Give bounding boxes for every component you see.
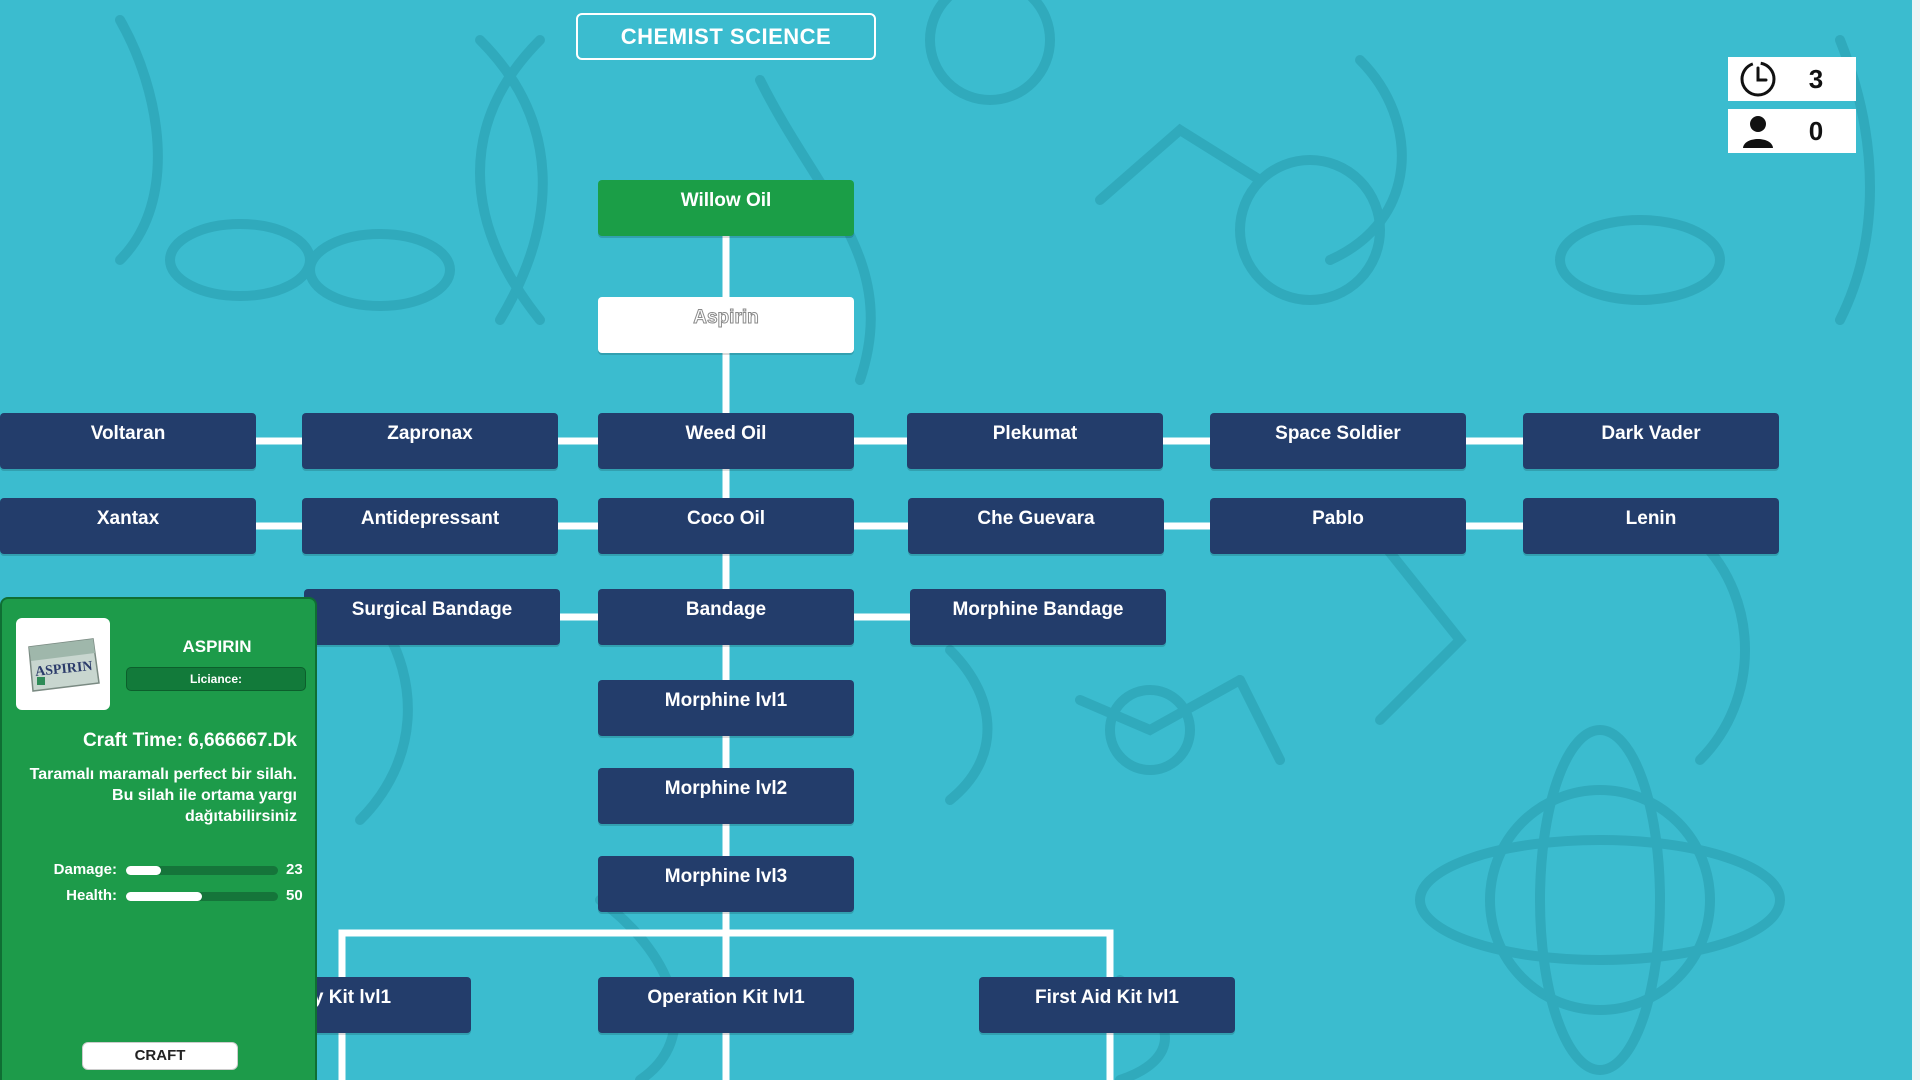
page-title: Chemist Science [576, 13, 876, 60]
licence-badge: Liciance: [126, 667, 306, 691]
node-surgical-bandage[interactable]: Surgical Bandage [304, 589, 560, 645]
health-bar [126, 892, 278, 901]
craft-time: Craft Time: 6,666667.Dk [82, 730, 297, 751]
health-stat: Health: 50 [2, 886, 319, 906]
node-space-soldier[interactable]: Space Soldier [1210, 413, 1466, 469]
health-value: 50 [286, 887, 303, 904]
node-morphine-bandage[interactable]: Morphine Bandage [910, 589, 1166, 645]
damage-label: Damage: [53, 861, 117, 878]
item-name: ASPIRIN [182, 637, 252, 656]
scrollbar[interactable] [1912, 0, 1920, 1080]
user-counter-value: 0 [1808, 115, 1824, 146]
user-icon [1728, 113, 1788, 149]
craft-button[interactable]: CRAFT [82, 1042, 238, 1070]
node-voltaran[interactable]: Voltaran [0, 413, 256, 469]
damage-bar [126, 866, 278, 875]
node-first-aid-kit-lvl1[interactable]: First Aid Kit lvl1 [979, 977, 1235, 1033]
damage-stat: Damage: 23 [2, 860, 319, 880]
node-zapronax[interactable]: Zapronax [302, 413, 558, 469]
health-label: Health: [66, 887, 117, 904]
item-thumbnail: ASPIRIN [16, 618, 110, 710]
node-morphine-lvl1[interactable]: Morphine lvl1 [598, 680, 854, 736]
node-che-guevara[interactable]: Che Guevara [908, 498, 1164, 554]
user-counter: 0 [1728, 109, 1856, 153]
node-lenin[interactable]: Lenin [1523, 498, 1779, 554]
node-willow-oil[interactable]: Willow Oil [598, 180, 854, 236]
node-operation-kit-lvl1[interactable]: Operation Kit lvl1 [598, 977, 854, 1033]
node-morphine-lvl3[interactable]: Morphine lvl3 [598, 856, 854, 912]
node-weed-oil[interactable]: Weed Oil [598, 413, 854, 469]
node-morphine-lvl2[interactable]: Morphine lvl2 [598, 768, 854, 824]
item-detail-panel: ASPIRIN ASPIRIN Liciance: Craft Time: 6,… [0, 597, 317, 1080]
node-pablo[interactable]: Pablo [1210, 498, 1466, 554]
damage-value: 23 [286, 861, 303, 878]
node-aspirin[interactable]: Aspirin [598, 297, 854, 353]
clock-icon [1728, 60, 1788, 98]
node-plekumat[interactable]: Plekumat [907, 413, 1163, 469]
node-dark-vader[interactable]: Dark Vader [1523, 413, 1779, 469]
node-antidepressant[interactable]: Antidepressant [302, 498, 558, 554]
svg-text:ASPIRIN: ASPIRIN [34, 659, 93, 680]
node-coco-oil[interactable]: Coco Oil [598, 498, 854, 554]
time-counter: 3 [1728, 57, 1856, 101]
time-counter-value: 3 [1808, 63, 1824, 94]
item-description: Taramalı maramalı perfect bir silah. Bu … [29, 766, 297, 825]
aspirin-box-icon: ASPIRIN [28, 638, 100, 692]
node-xantax[interactable]: Xantax [0, 498, 256, 554]
node-bandage[interactable]: Bandage [598, 589, 854, 645]
